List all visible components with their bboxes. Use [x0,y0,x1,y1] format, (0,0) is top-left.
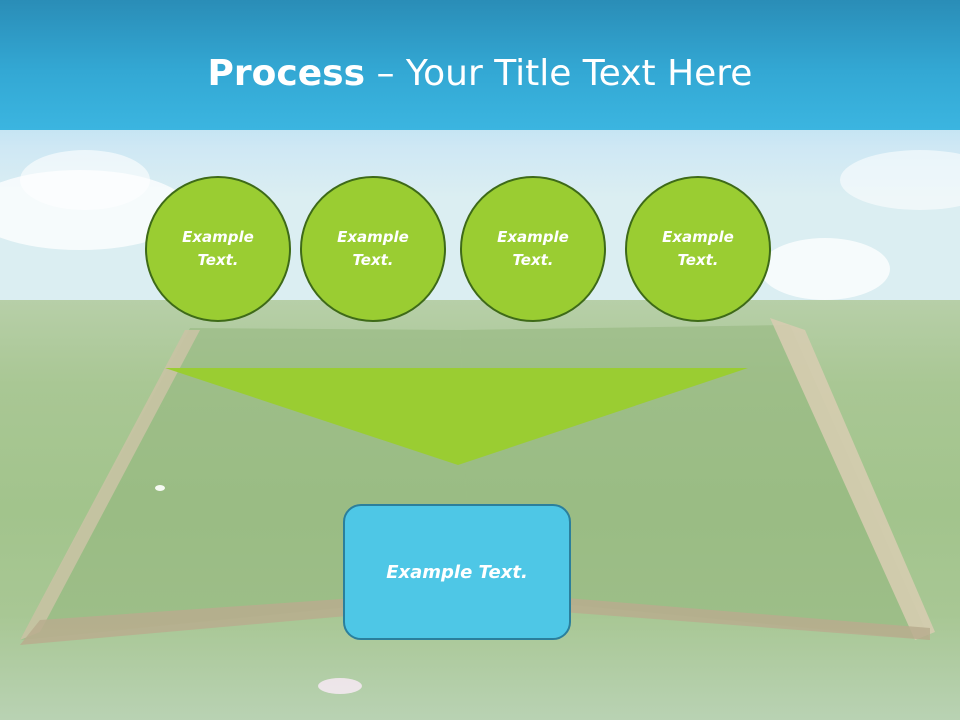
cloud-left-top [20,150,150,210]
process-step-4: Example Text. [625,176,771,322]
cloud-far-right [840,150,960,210]
process-step-1: Example Text. [145,176,291,322]
cloud-right [760,238,890,300]
process-step-3: Example Text. [460,176,606,322]
process-step-label: Example Text. [337,228,409,269]
title-band [0,0,960,130]
title-text: Your Title Text Here [405,53,753,94]
result-label: Example Text. [386,561,528,583]
process-step-label: Example Text. [662,228,734,269]
result-box: Example Text. [343,504,571,640]
funnel-triangle [165,368,748,465]
title-separator: – [365,53,406,94]
title-keyword: Process [207,53,366,94]
process-step-label: Example Text. [497,228,569,269]
process-step-2: Example Text. [300,176,446,322]
process-step-label: Example Text. [182,228,254,269]
slide-title: Process – Your Title Text Here [0,52,960,96]
